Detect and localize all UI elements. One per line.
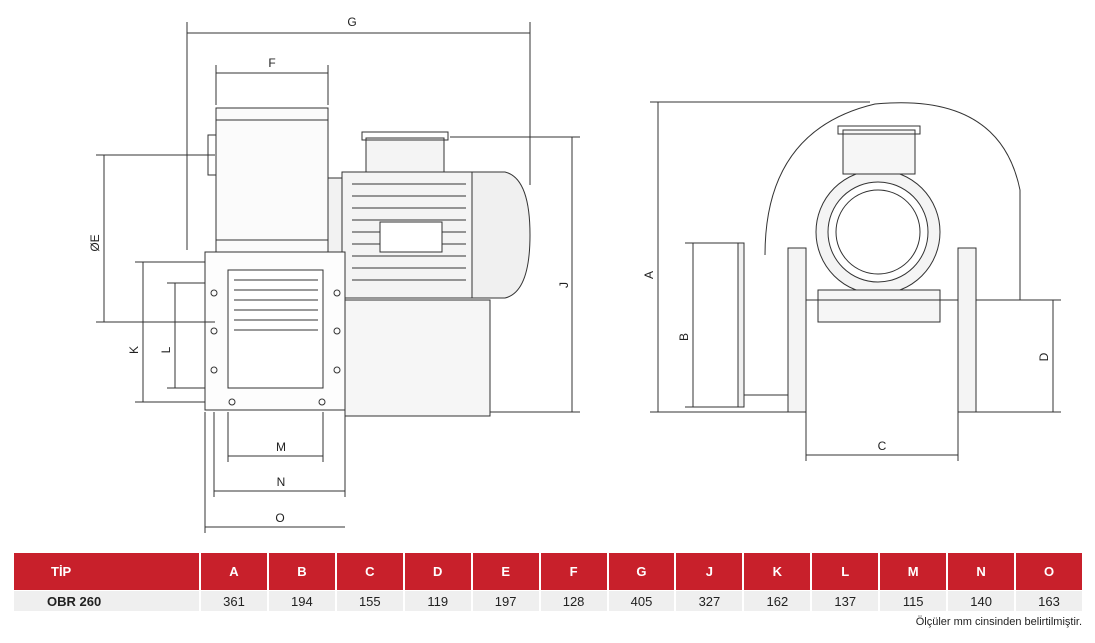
technical-drawing: G F ØE J K L M N O A B C D: [88, 15, 1061, 533]
cell-o: 163: [1016, 590, 1082, 611]
header-cell-o: O: [1016, 553, 1082, 590]
spec-table-header-row: TİP A B C D E F G J K L M N O: [14, 553, 1082, 590]
header-cell-l: L: [812, 553, 879, 590]
cell-a: 361: [201, 590, 267, 611]
cell-j: 327: [676, 590, 743, 611]
dim-label-a: A: [642, 271, 656, 279]
header-cell-g: G: [608, 553, 675, 590]
dim-label-l: L: [159, 346, 173, 353]
header-cell-tip: TİP: [14, 553, 199, 590]
header-cell-k: K: [744, 553, 811, 590]
cell-k: 162: [744, 590, 811, 611]
dim-label-f: F: [268, 56, 275, 70]
table-row: OBR 260 361 194 155 119 197 128 405 327 …: [14, 590, 1082, 611]
units-note: Ölçüler mm cinsinden belirtilmiştir.: [915, 616, 1082, 628]
cell-n: 140: [948, 590, 1015, 611]
front-view: [650, 101, 1061, 461]
dim-label-d: D: [1037, 352, 1051, 361]
dim-label-k: K: [127, 346, 141, 354]
dim-label-c: C: [878, 439, 887, 453]
header-cell-c: C: [336, 553, 403, 590]
spec-table: TİP A B C D E F G J K L M N O OBR 260 36…: [12, 553, 1084, 611]
header-cell-a: A: [201, 553, 267, 590]
dim-label-o: O: [275, 511, 284, 525]
cell-l: 137: [812, 590, 879, 611]
dim-label-j: J: [557, 282, 571, 288]
header-cell-f: F: [540, 553, 607, 590]
cell-e: 197: [472, 590, 539, 611]
dim-label-n: N: [277, 475, 286, 489]
dim-label-m: M: [276, 440, 286, 454]
side-view: [96, 22, 580, 533]
cell-c: 155: [336, 590, 403, 611]
cell-g: 405: [608, 590, 675, 611]
header-cell-m: M: [880, 553, 947, 590]
cell-m: 115: [880, 590, 947, 611]
header-cell-j: J: [676, 553, 743, 590]
dim-label-g: G: [347, 15, 356, 29]
dim-label-b: B: [677, 333, 691, 341]
dim-label-e: ØE: [88, 234, 102, 251]
header-cell-n: N: [948, 553, 1015, 590]
cell-f: 128: [540, 590, 607, 611]
cell-b: 194: [268, 590, 335, 611]
header-cell-e: E: [472, 553, 539, 590]
cell-d: 119: [404, 590, 471, 611]
header-cell-d: D: [404, 553, 471, 590]
cell-tip: OBR 260: [14, 590, 199, 611]
header-cell-b: B: [268, 553, 335, 590]
